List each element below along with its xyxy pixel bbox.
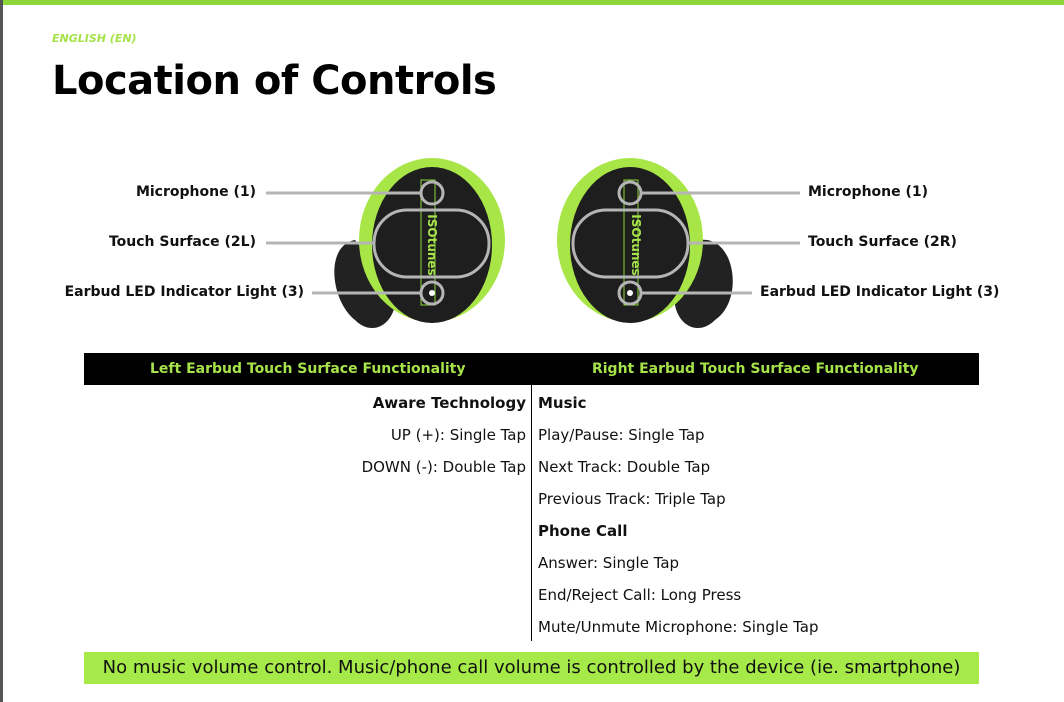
- table-header: Left Earbud Touch Surface Functionality …: [84, 353, 979, 385]
- table-row: Phone Call: [538, 522, 628, 540]
- left-earbud: ISOtunes: [334, 158, 505, 329]
- right-header: Right Earbud Touch Surface Functionality: [591, 361, 919, 377]
- page-title: Location of Controls: [52, 58, 497, 104]
- volume-note: No music volume control. Music/phone cal…: [84, 652, 979, 684]
- right-column: Music Play/Pause: Single Tap Next Track:…: [538, 387, 819, 643]
- left-led-label: Earbud LED Indicator Light (3): [64, 284, 304, 300]
- table-row: UP (+): Single Tap: [390, 426, 526, 444]
- svg-text:ISOtunes: ISOtunes: [629, 214, 643, 275]
- column-divider: [531, 385, 532, 641]
- left-touch-surface-label: Touch Surface (2L): [108, 234, 256, 250]
- isotunes-logo: ISOtunes: [425, 214, 439, 275]
- language-label: ENGLISH (EN): [52, 32, 137, 45]
- left-header: Left Earbud Touch Surface Functionality: [150, 361, 466, 377]
- table-row: DOWN (-): Double Tap: [361, 458, 526, 476]
- right-earbud: ISOtunes: [557, 158, 733, 329]
- table-row: Previous Track: Triple Tap: [538, 490, 726, 508]
- left-microphone-label: Microphone (1): [135, 184, 256, 200]
- table-row: End/Reject Call: Long Press: [538, 586, 742, 604]
- table-row: Mute/Unmute Microphone: Single Tap: [538, 618, 819, 636]
- top-accent-bar: [3, 0, 1064, 5]
- left-column: Aware Technology UP (+): Single Tap DOWN…: [362, 387, 526, 483]
- table-row: Answer: Single Tap: [538, 554, 680, 572]
- right-touch-surface-label: Touch Surface (2R): [808, 234, 957, 250]
- right-led-label: Earbud LED Indicator Light (3): [760, 284, 1000, 300]
- table-row: Aware Technology: [372, 394, 526, 412]
- table-row: Next Track: Double Tap: [538, 458, 711, 476]
- table-row: Play/Pause: Single Tap: [538, 426, 705, 444]
- window-edge: [0, 0, 3, 702]
- right-microphone-label: Microphone (1): [808, 184, 929, 200]
- earbuds-illustration: ISOtunes ISOtunes: [266, 158, 800, 329]
- table-row: Music: [538, 394, 587, 412]
